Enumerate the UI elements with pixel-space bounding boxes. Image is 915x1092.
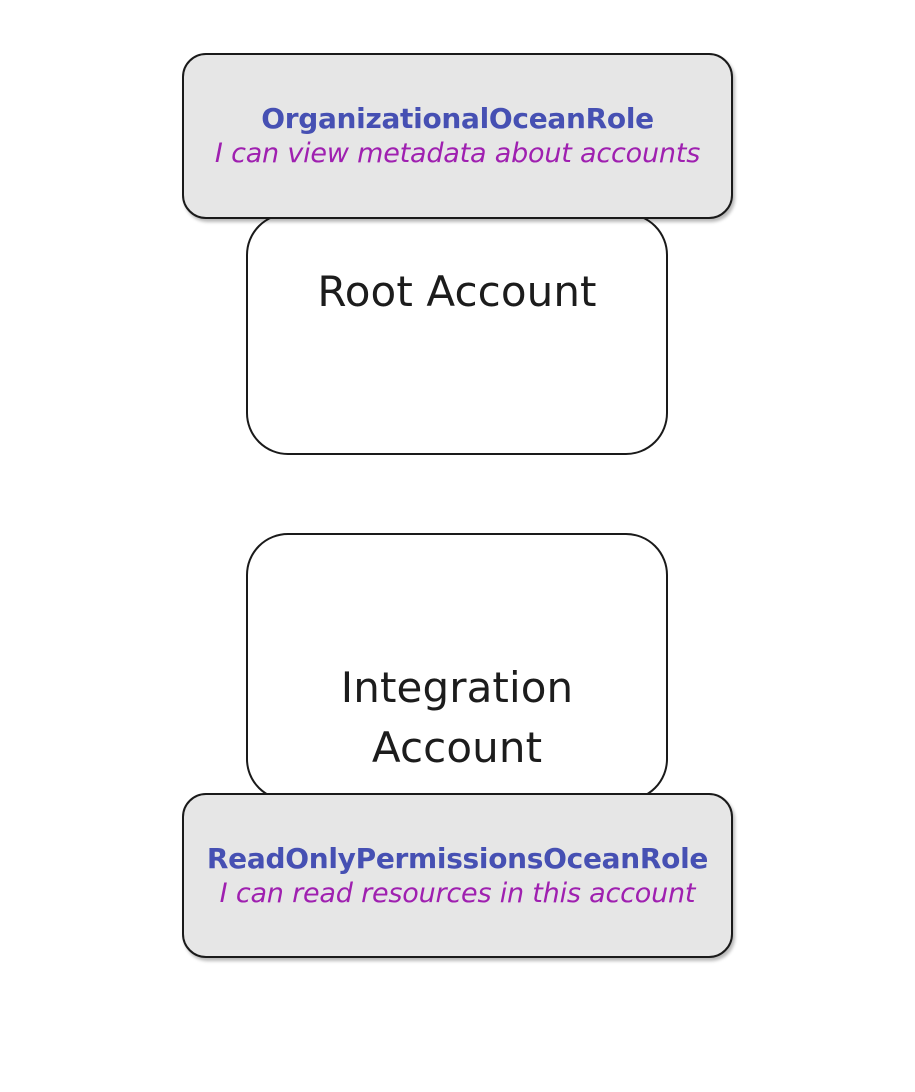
role-badge-readonly-permissions-ocean-role[interactable]: ReadOnlyPermissionsOceanRole I can read …: [182, 793, 733, 958]
role-description-organizational: I can view metadata about accounts: [214, 138, 701, 170]
account-label-root: Root Account: [317, 267, 597, 316]
account-box-integration[interactable]: Integration Account: [246, 533, 668, 801]
role-name-readonly: ReadOnlyPermissionsOceanRole: [206, 841, 709, 875]
role-description-readonly: I can read resources in this account: [219, 877, 696, 909]
account-box-root[interactable]: Root Account: [246, 213, 668, 455]
account-label-integration: Integration Account: [340, 663, 574, 772]
role-badge-organizational-ocean-role[interactable]: OrganizationalOceanRole I can view metad…: [182, 53, 733, 219]
role-name-organizational: OrganizationalOceanRole: [261, 102, 654, 136]
